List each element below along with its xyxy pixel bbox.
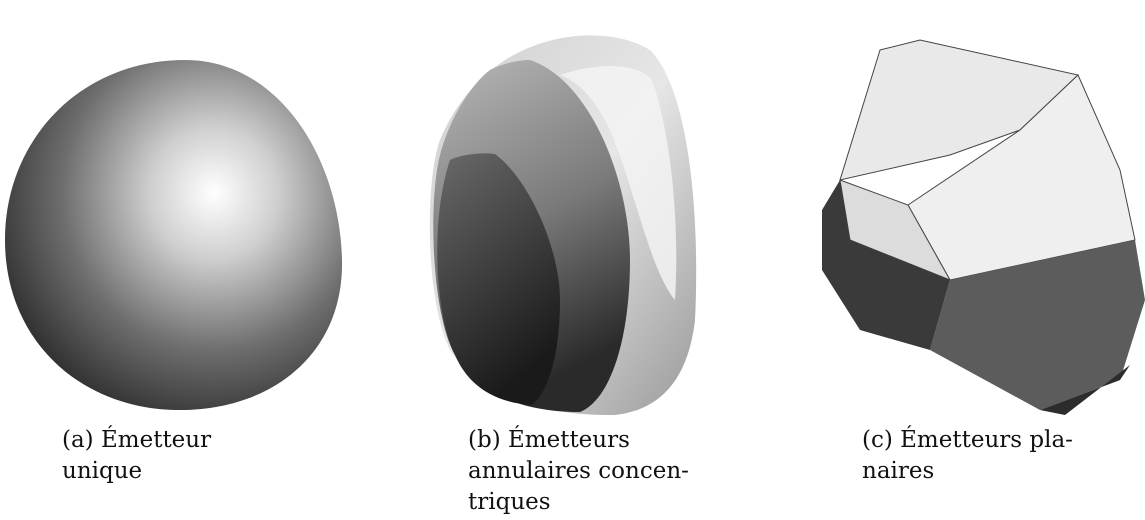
- polyhedron-drawing: [820, 20, 1145, 415]
- caption-b-word: Émetteurs: [508, 427, 630, 453]
- annular-solid-drawing: [420, 20, 700, 420]
- caption-a-label: (a): [62, 427, 94, 453]
- caption-b: (b) Émetteurs annulaires concen- triques: [468, 425, 698, 518]
- figure-c-planar-emitters: [820, 20, 1145, 415]
- caption-a-word: Émetteur: [101, 427, 211, 453]
- caption-a: (a) Émetteur unique: [62, 425, 307, 487]
- caption-b-line-1: (b) Émetteurs: [468, 425, 698, 456]
- caption-c: (c) Émetteurs pla- naires: [862, 425, 1122, 487]
- caption-b-line-3: triques: [468, 487, 698, 518]
- caption-c-line-2: naires: [862, 456, 1122, 487]
- caption-b-line-2: annulaires concen-: [468, 456, 698, 487]
- figure-a-single-emitter: [0, 40, 360, 420]
- figure-b-annular-emitters: [420, 20, 700, 420]
- caption-c-line-1: (c) Émetteurs pla-: [862, 425, 1122, 456]
- caption-b-label: (b): [468, 427, 501, 453]
- egg-solid-drawing: [0, 40, 360, 420]
- caption-a-line-1: (a) Émetteur: [62, 425, 307, 456]
- caption-a-line-2: unique: [62, 456, 307, 487]
